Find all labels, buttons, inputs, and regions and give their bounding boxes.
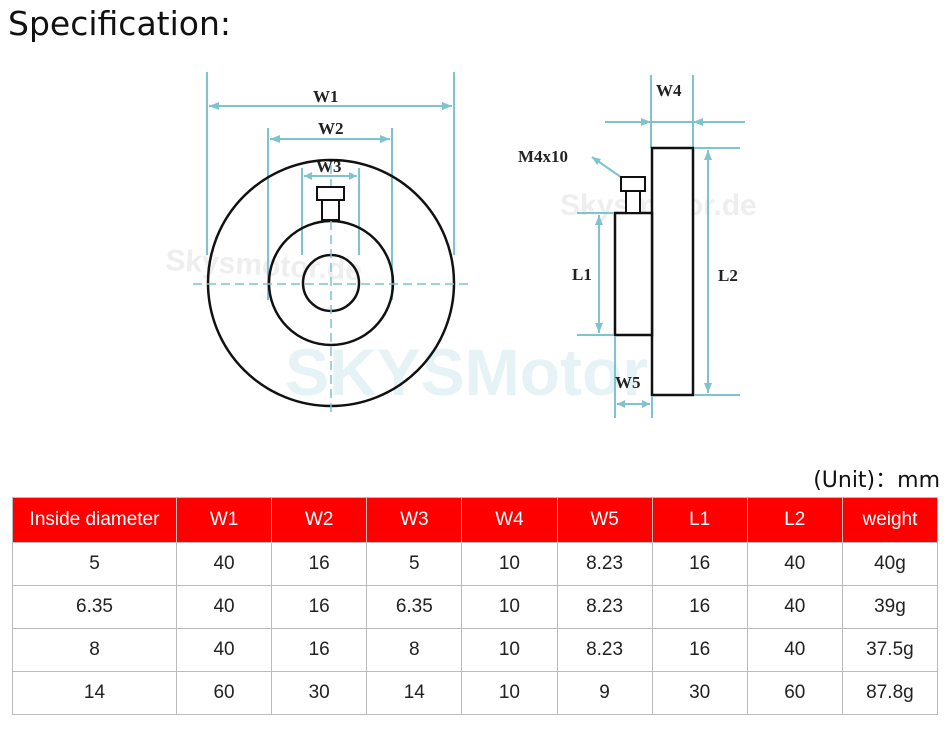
technical-drawing: Skysmotor.de Skysmotor.de SKYSMotor W1 W…: [165, 72, 757, 418]
l2-label: L2: [718, 266, 738, 285]
flange-profile: [650, 146, 695, 397]
table-cell: 30: [271, 671, 368, 715]
table-cell: 40: [175, 585, 273, 629]
watermark-brand: SKYSMotor: [285, 335, 648, 409]
table-row: 8 40 16 8 10 8.23 16 40 37.5g: [12, 628, 939, 672]
hub-profile: [613, 211, 654, 337]
header-inside-diameter: Inside diameter: [12, 497, 177, 543]
table-cell: 16: [651, 628, 748, 672]
table-cell: 16: [271, 585, 368, 629]
table-cell: 60: [175, 671, 273, 715]
table-cell: 40: [746, 585, 843, 629]
table-cell: 5: [366, 542, 463, 586]
table-cell: 40: [175, 542, 273, 586]
set-screw-icon: [316, 186, 345, 221]
side-view: W4 M4x10 L1 L2 W5: [518, 75, 745, 418]
page-title: Specification:: [8, 4, 231, 43]
front-view: W1 W2 W3: [193, 72, 470, 415]
table-cell: 40: [175, 628, 273, 672]
table-cell: 30: [651, 671, 748, 715]
table-cell: 14: [12, 671, 177, 715]
header-w2: W2: [271, 497, 368, 543]
header-l1: L1: [651, 497, 748, 543]
table-row: 14 60 30 14 10 9 30 60 87.8g: [12, 671, 939, 715]
w5-label: W5: [615, 373, 641, 392]
unit-label: (Unit)：mm: [813, 468, 940, 493]
header-w1: W1: [175, 497, 273, 543]
table-cell: 9: [556, 671, 653, 715]
table-cell: 37.5g: [841, 628, 939, 672]
table-row: 5 40 16 5 10 8.23 16 40 40g: [12, 542, 939, 586]
header-l2: L2: [746, 497, 843, 543]
header-weight: weight: [841, 497, 939, 543]
table-cell: 14: [366, 671, 463, 715]
table-cell: 10: [461, 671, 558, 715]
w4-label: W4: [656, 81, 682, 100]
table-cell: 8: [366, 628, 463, 672]
header-w5: W5: [556, 497, 653, 543]
table-cell: 40: [746, 542, 843, 586]
table-cell: 60: [746, 671, 843, 715]
table-cell: 16: [651, 542, 748, 586]
watermark-site-1: Skysmotor.de: [165, 244, 363, 287]
header-w3: W3: [366, 497, 463, 543]
table-cell: 8.23: [556, 585, 653, 629]
table-cell: 10: [461, 628, 558, 672]
table-cell: 8: [12, 628, 177, 672]
table-cell: 10: [461, 542, 558, 586]
table-row: 6.35 40 16 6.35 10 8.23 16 40 39g: [12, 585, 939, 629]
table-cell: 5: [12, 542, 177, 586]
screw-label: M4x10: [518, 147, 568, 166]
table-cell: 6.35: [12, 585, 177, 629]
w1-label: W1: [313, 87, 339, 106]
table-cell: 40: [746, 628, 843, 672]
w2-label: W2: [318, 119, 344, 138]
table-cell: 16: [651, 585, 748, 629]
table-cell: 6.35: [366, 585, 463, 629]
w3-label: W3: [316, 157, 342, 176]
table-header-row: Inside diameter W1 W2 W3 W4 W5 L1 L2 wei…: [12, 497, 939, 543]
table-cell: 16: [271, 542, 368, 586]
table-cell: 39g: [841, 585, 939, 629]
header-w4: W4: [461, 497, 558, 543]
table-cell: 8.23: [556, 542, 653, 586]
table-cell: 10: [461, 585, 558, 629]
table-cell: 87.8g: [841, 671, 939, 715]
table-cell: 40g: [841, 542, 939, 586]
table-cell: 16: [271, 628, 368, 672]
l1-label: L1: [572, 265, 592, 284]
spec-table: Inside diameter W1 W2 W3 W4 W5 L1 L2 wei…: [12, 497, 939, 715]
table-cell: 8.23: [556, 628, 653, 672]
